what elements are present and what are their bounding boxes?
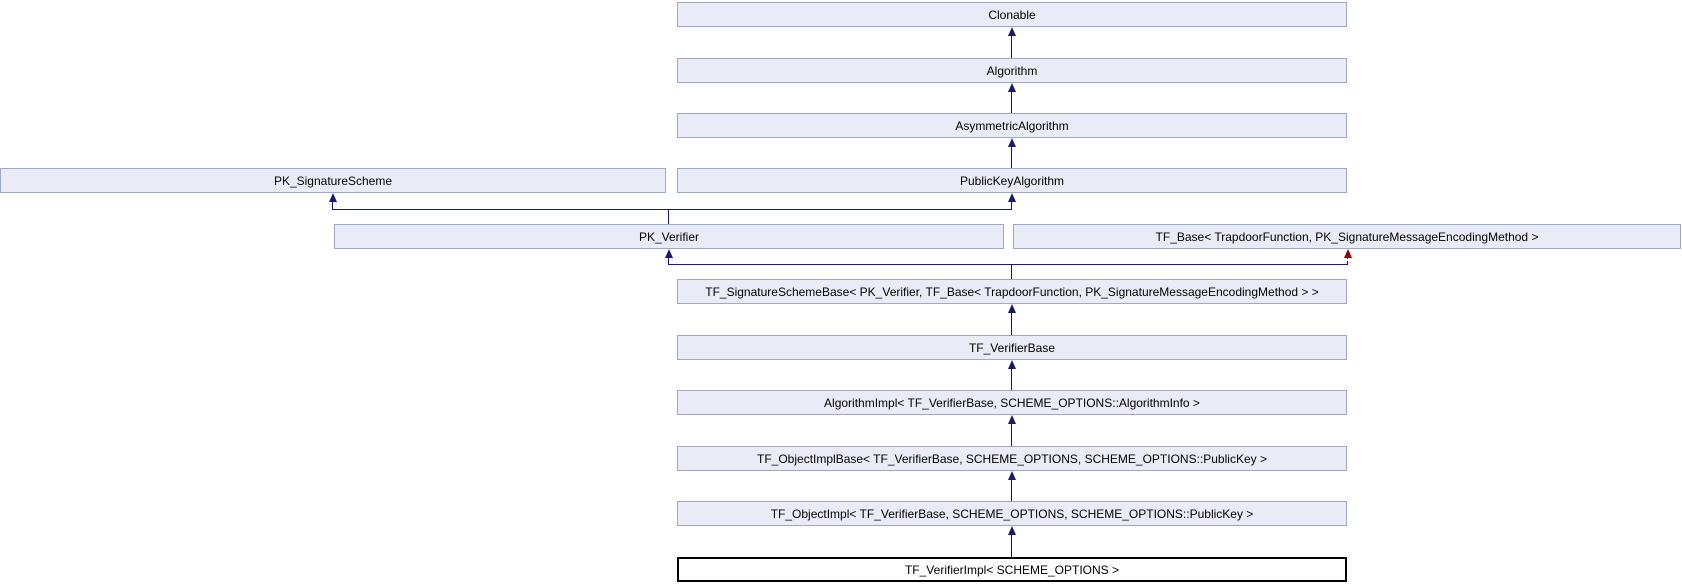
- edge-tf-signature-scheme-base-branch-horizontal: [668, 264, 1348, 265]
- inheritance-arrowhead-icon: [1008, 27, 1016, 36]
- class-node-public-key-algorithm[interactable]: PublicKeyAlgorithm: [677, 168, 1347, 193]
- inheritance-arrowhead-icon: [1008, 193, 1016, 202]
- class-node-tf-verifier-impl-current: TF_VerifierImpl< SCHEME_OPTIONS >: [677, 557, 1347, 582]
- class-node-tf-signature-scheme-base[interactable]: TF_SignatureSchemeBase< PK_Verifier, TF_…: [677, 279, 1347, 304]
- edge-pk-verifier-to-pk-signature-scheme-stub: [332, 199, 333, 209]
- edge-tf-object-impl-to-tf-object-impl-base: [1011, 477, 1012, 501]
- class-node-tf-verifier-base[interactable]: TF_VerifierBase: [677, 335, 1347, 360]
- edge-tf-verifier-impl-to-tf-object-impl: [1011, 532, 1012, 557]
- edge-public-key-algorithm-to-asymmetric-algorithm: [1011, 144, 1012, 168]
- class-node-algorithm[interactable]: Algorithm: [677, 58, 1347, 83]
- inheritance-arrowhead-icon: [1008, 83, 1016, 92]
- edge-algorithm-impl-to-tf-verifier-base: [1011, 366, 1012, 390]
- inheritance-arrowhead-icon: [665, 249, 673, 258]
- class-node-tf-object-impl-base[interactable]: TF_ObjectImplBase< TF_VerifierBase, SCHE…: [677, 446, 1347, 471]
- class-node-pk-verifier[interactable]: PK_Verifier: [334, 224, 1004, 249]
- inheritance-arrowhead-icon: [1008, 526, 1016, 535]
- class-node-tf-base[interactable]: TF_Base< TrapdoorFunction, PK_SignatureM…: [1013, 224, 1681, 249]
- edge-tf-signature-scheme-base-to-pk-verifier-stub: [668, 255, 669, 264]
- edge-algorithm-to-clonable: [1011, 33, 1012, 58]
- inheritance-arrowhead-icon: [1008, 415, 1016, 424]
- edge-pk-verifier-to-public-key-algorithm-stub: [1011, 199, 1012, 209]
- edge-pk-verifier-branch-horizontal: [332, 209, 1012, 210]
- edge-tf-object-impl-base-to-algorithm-impl: [1011, 421, 1012, 446]
- inheritance-arrowhead-icon: [1008, 471, 1016, 480]
- class-node-asymmetric-algorithm[interactable]: AsymmetricAlgorithm: [677, 113, 1347, 138]
- edge-pk-verifier-branch-vertical: [668, 209, 669, 224]
- class-node-tf-object-impl[interactable]: TF_ObjectImpl< TF_VerifierBase, SCHEME_O…: [677, 501, 1347, 526]
- edge-tf-signature-scheme-base-to-tf-base-dashed-stub: [1347, 256, 1348, 264]
- edge-tf-verifier-base-to-tf-signature-scheme-base: [1011, 310, 1012, 335]
- inheritance-arrowhead-icon: [329, 193, 337, 202]
- class-node-pk-signature-scheme[interactable]: PK_SignatureScheme: [0, 168, 666, 193]
- edge-asymmetric-algorithm-to-algorithm: [1011, 89, 1012, 113]
- class-node-clonable[interactable]: Clonable: [677, 2, 1347, 27]
- inheritance-arrowhead-icon: [1008, 138, 1016, 147]
- class-node-algorithm-impl[interactable]: AlgorithmImpl< TF_VerifierBase, SCHEME_O…: [677, 390, 1347, 415]
- inheritance-arrowhead-icon: [1008, 360, 1016, 369]
- template-arrowhead-icon: [1344, 249, 1352, 258]
- edge-tf-signature-scheme-base-branch-vertical: [1011, 264, 1012, 279]
- inheritance-arrowhead-icon: [1008, 304, 1016, 313]
